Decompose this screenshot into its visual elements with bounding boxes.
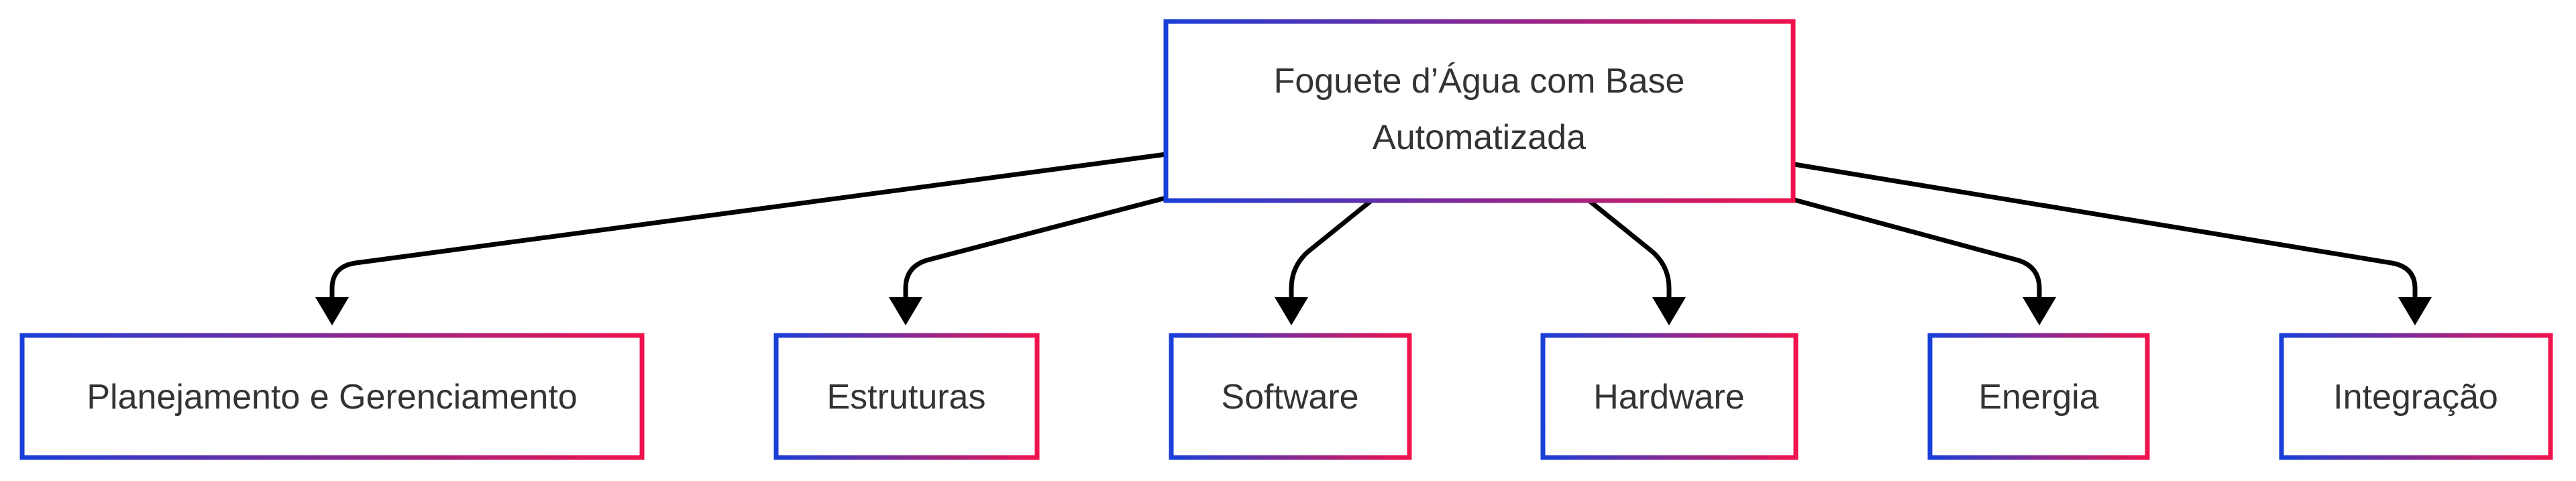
- root-node-label-line1: Foguete d’Água com Base: [1274, 62, 1685, 101]
- edge-hardware: [1588, 199, 1672, 299]
- child-node-box: [773, 333, 1040, 460]
- arrowhead-energia: [2023, 297, 2056, 325]
- arrowhead-estruturas: [889, 297, 922, 325]
- child-node-label: Planejamento e Gerenciamento: [87, 378, 577, 417]
- edges: [329, 152, 2418, 299]
- root-node-label-line2: Automatizada: [1373, 118, 1586, 157]
- arrowhead-integracao: [2398, 297, 2432, 325]
- edge-energia: [1794, 197, 2042, 299]
- child-node-box: [1927, 333, 2150, 460]
- root-node[interactable]: Foguete d’Água com Base Automatizada: [1163, 19, 1796, 203]
- child-node-label: Hardware: [1593, 378, 1744, 417]
- child-node-planejamento[interactable]: Planejamento e Gerenciamento: [19, 333, 645, 460]
- child-node-label: Estruturas: [827, 378, 986, 417]
- child-node-box: [1169, 333, 1412, 460]
- child-node-energia[interactable]: Energia: [1927, 333, 2150, 460]
- edge-software: [1289, 199, 1373, 299]
- arrowheads: [315, 297, 2432, 325]
- edge-integracao: [1794, 162, 2418, 299]
- child-node-label: Software: [1221, 378, 1358, 417]
- child-node-label: Integração: [2333, 378, 2498, 417]
- edge-planejamento: [329, 152, 1167, 299]
- child-node-box: [2279, 333, 2553, 460]
- edge-estruturas: [903, 195, 1167, 299]
- child-node-software[interactable]: Software: [1169, 333, 1412, 460]
- child-node-hardware[interactable]: Hardware: [1540, 333, 1799, 460]
- child-node-label: Energia: [1978, 378, 2098, 417]
- child-node-box: [19, 333, 645, 460]
- arrowhead-hardware: [1652, 297, 1686, 325]
- arrowhead-software: [1275, 297, 1308, 325]
- child-node-box: [1540, 333, 1799, 460]
- child-node-estruturas[interactable]: Estruturas: [773, 333, 1040, 460]
- arrowhead-planejamento: [315, 297, 349, 325]
- root-node-box: [1163, 19, 1796, 203]
- child-node-integracao[interactable]: Integração: [2279, 333, 2553, 460]
